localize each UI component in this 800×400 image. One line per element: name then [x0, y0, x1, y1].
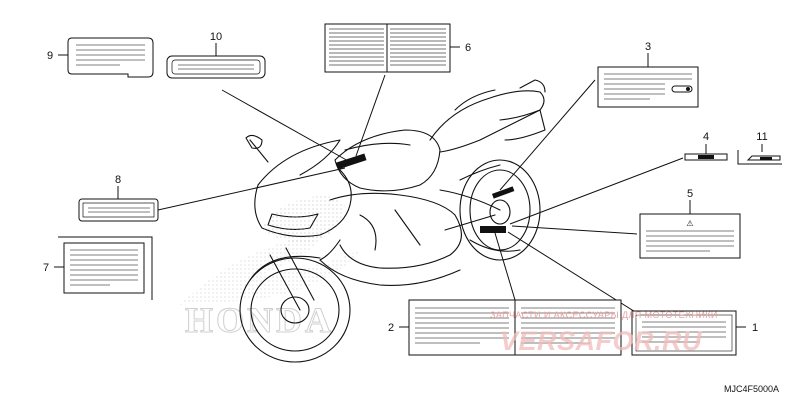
label-4: 4 — [684, 131, 728, 161]
callout-9: 9 — [47, 50, 53, 62]
ghost-logo-text: HONDA — [185, 300, 334, 340]
callout-2: 2 — [388, 322, 394, 334]
callout-1: 1 — [752, 322, 758, 334]
label-2: 2 — [388, 299, 622, 356]
diagram-code: MJC4F5000A — [724, 384, 779, 394]
callout-10: 10 — [210, 31, 222, 43]
callout-8: 8 — [115, 174, 121, 186]
callout-7: 7 — [43, 262, 49, 274]
callout-3: 3 — [645, 41, 651, 53]
front-wheel — [239, 257, 351, 363]
rear-wheel — [459, 159, 541, 261]
ghost-honda-logo: HONDA — [180, 232, 360, 341]
bike-label-markers — [335, 153, 515, 233]
label-8: 8 — [78, 174, 159, 222]
watermark: ЗАПЧАСТИ И АКСЕССУАРЫ ДЛЯ МОТОТЕХНИКИ VE… — [490, 310, 718, 356]
callout-11: 11 — [756, 131, 767, 143]
label-5: ⚠ 5 — [639, 188, 741, 259]
label-9: 9 — [47, 37, 154, 78]
watermark-text: ЗАПЧАСТИ И АКСЕССУАРЫ ДЛЯ МОТОТЕХНИКИ — [490, 310, 718, 320]
label-7: 7 — [43, 236, 153, 300]
callout-4: 4 — [703, 131, 709, 143]
label-1: 1 — [631, 310, 758, 356]
label-3: 3 — [597, 41, 699, 108]
label-10: 10 — [166, 31, 266, 79]
leader-lines — [157, 74, 684, 321]
callout-6: 6 — [465, 42, 471, 54]
label-11: 11 — [737, 131, 782, 165]
watermark-brand: VERSAFOR.RU — [500, 326, 703, 356]
warning-icon: ⚠ — [686, 219, 693, 228]
callout-5: 5 — [687, 188, 693, 200]
label-6: 6 — [324, 23, 471, 73]
